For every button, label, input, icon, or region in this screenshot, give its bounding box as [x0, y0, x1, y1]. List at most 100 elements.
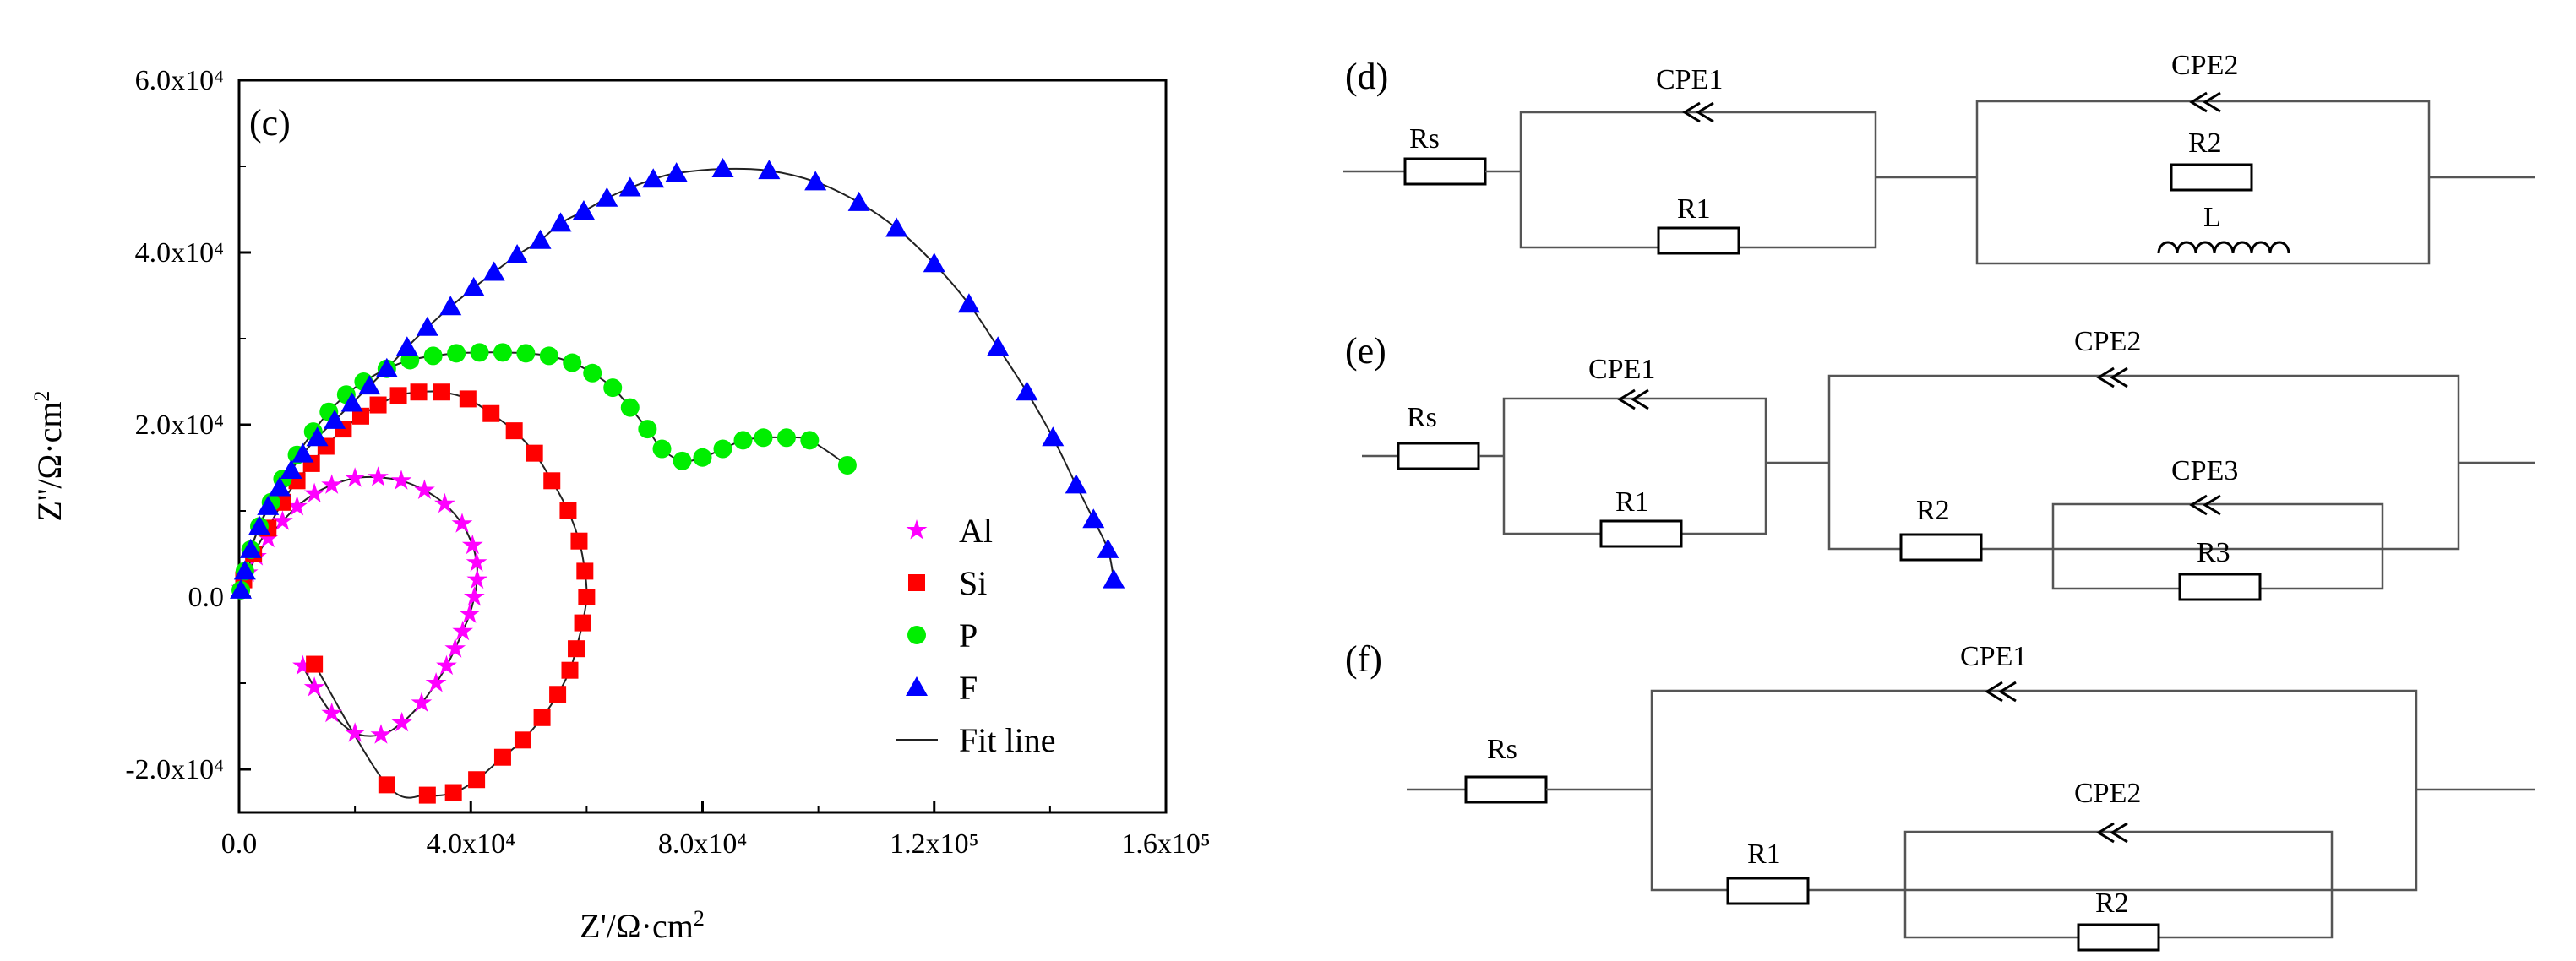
data-point-al	[303, 482, 325, 503]
data-point-si	[468, 771, 486, 789]
data-point-f	[596, 187, 618, 207]
data-point-si	[505, 422, 523, 440]
plot-frame	[237, 79, 1168, 814]
cpe2-symbol-f	[2096, 822, 2128, 844]
data-point-f	[462, 276, 485, 296]
x-tick-label: 0.0	[221, 828, 258, 860]
data-point-al	[370, 724, 392, 744]
r3-resistor-e	[2178, 573, 2262, 601]
data-point-p	[754, 428, 773, 448]
data-point-si	[351, 407, 369, 425]
data-point-f	[1042, 426, 1065, 447]
r2-label-f: R2	[2095, 888, 2129, 919]
data-point-f	[665, 162, 688, 182]
data-point-si	[543, 472, 561, 490]
r2-resistor-d	[2170, 163, 2253, 192]
r1-label-d: R1	[1677, 193, 1711, 225]
x-tick-label: 1.2x10⁵	[890, 828, 978, 860]
data-point-si	[574, 614, 591, 632]
r2-resistor-f	[2077, 923, 2160, 952]
data-point-al	[390, 470, 412, 490]
data-point-al	[292, 654, 313, 676]
x-axis-label: Z'/Ω·cm2	[580, 906, 705, 945]
data-point-f	[529, 229, 552, 249]
cpe1-label-f: CPE1	[1960, 641, 2027, 672]
y-tick-label: 2.0x10⁴	[135, 410, 224, 441]
data-point-si	[533, 709, 551, 726]
data-point-si	[459, 390, 477, 408]
cpe2-label-e: CPE2	[2074, 326, 2141, 357]
y-tick-label: 4.0x10⁴	[135, 237, 224, 269]
legend-label-p: P	[959, 616, 978, 654]
data-point-si	[549, 686, 567, 703]
data-point-p	[837, 455, 857, 475]
data-point-p	[693, 448, 712, 467]
data-point-si	[482, 404, 500, 422]
r1-label-f: R1	[1747, 839, 1781, 870]
legend-marker-p	[907, 626, 926, 644]
data-point-si	[559, 502, 577, 519]
legend-label-al: Al	[959, 512, 993, 550]
legend-label-fit-line: Fit line	[959, 721, 1055, 759]
data-point-si	[526, 444, 543, 462]
data-point-p	[423, 346, 443, 366]
data-point-f	[957, 293, 980, 313]
data-point-p	[539, 346, 558, 366]
cpe2-label-f: CPE2	[2074, 778, 2141, 809]
data-point-p	[493, 343, 512, 362]
cpe2-symbol-d	[2189, 91, 2221, 113]
data-point-si	[514, 731, 531, 749]
data-point-p	[603, 378, 623, 398]
cpe1-label-d: CPE1	[1656, 64, 1723, 95]
data-point-al	[321, 474, 343, 494]
rs-resistor-d	[1403, 157, 1487, 186]
data-point-al	[368, 466, 389, 486]
data-point-f	[439, 296, 462, 316]
data-point-si	[561, 661, 579, 679]
y-tick-label: 6.0x10⁴	[135, 65, 224, 96]
data-point-si	[389, 387, 407, 404]
data-point-si	[493, 748, 511, 766]
data-point-p	[620, 398, 640, 417]
data-point-p	[470, 343, 489, 362]
rs-label-f: Rs	[1487, 734, 1517, 765]
data-point-si	[568, 640, 585, 658]
data-point-f	[1103, 568, 1125, 589]
data-point-al	[451, 513, 473, 533]
rs-resistor-e	[1397, 442, 1480, 470]
data-point-f	[248, 515, 270, 535]
legend-label-f: F	[959, 669, 978, 707]
data-point-p	[733, 431, 753, 450]
r2-label-e: R2	[1916, 495, 1950, 526]
cpe1-label-e: CPE1	[1588, 354, 1655, 385]
inductor-d	[2157, 241, 2290, 254]
data-point-al	[459, 603, 481, 623]
x-tick-label: 8.0x10⁴	[658, 828, 747, 860]
data-point-f	[306, 426, 329, 447]
data-point-f	[482, 261, 505, 281]
y-tick-label: 0.0	[188, 582, 225, 613]
data-point-f	[1016, 381, 1038, 401]
cpe3-label-e: CPE3	[2171, 455, 2238, 486]
data-point-f	[885, 217, 908, 237]
data-point-si	[444, 784, 462, 801]
data-point-f	[1065, 474, 1087, 494]
data-point-p	[800, 431, 820, 450]
data-point-f	[711, 158, 734, 178]
data-point-si	[576, 562, 594, 580]
data-point-f	[416, 316, 438, 336]
data-point-p	[673, 451, 692, 470]
data-point-al	[444, 638, 466, 658]
data-point-al	[461, 534, 483, 555]
cpe1-symbol-f	[1985, 681, 2017, 703]
x-tick-label: 1.6x10⁵	[1121, 828, 1210, 860]
l-label-d: L	[2203, 202, 2221, 233]
data-point-si	[418, 786, 436, 804]
data-point-f	[572, 200, 595, 220]
legend-marker-si	[908, 574, 925, 591]
data-point-al	[391, 711, 412, 732]
data-point-f	[230, 578, 253, 599]
y-axis-label: Z''/Ω·cm2	[30, 391, 68, 522]
